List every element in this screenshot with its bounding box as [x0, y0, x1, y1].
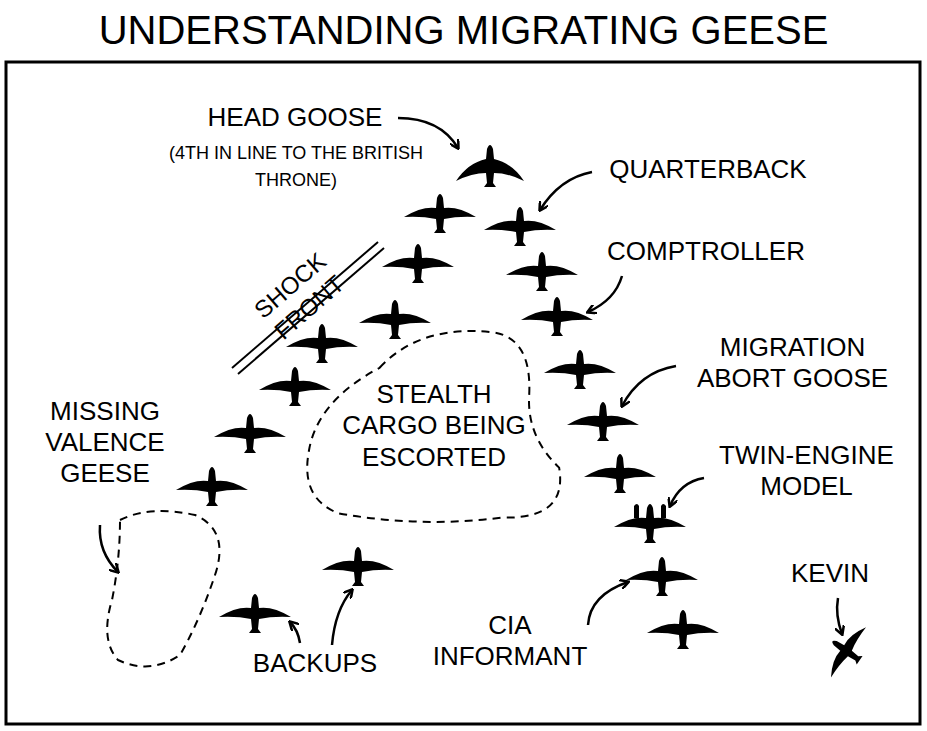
callout-label: COMPTROLLER — [606, 236, 806, 267]
callout-label: KEVIN — [770, 558, 890, 589]
comic-title: UNDERSTANDING MIGRATING GEESE — [0, 6, 927, 54]
callout-label: HEAD GOOSE — [200, 102, 390, 133]
panel-frame — [6, 62, 920, 724]
callout-label: MIGRATION ABORT GOOSE — [680, 332, 905, 394]
region-text-box: STEALTH CARGO BEING ESCORTED — [298, 322, 570, 530]
missing-geese-outline — [107, 511, 219, 666]
dashed-region: STEALTH CARGO BEING ESCORTED — [298, 322, 570, 530]
callout-label: SHOCK FRONT — [217, 219, 383, 374]
callout-label: QUARTERBACK — [598, 154, 818, 185]
callout-label: TWIN-ENGINE MODEL — [704, 440, 909, 502]
geese — [176, 145, 877, 685]
callout-label: BACKUPS — [245, 648, 385, 679]
callout-label: CIA INFORMANT — [410, 610, 610, 672]
callout-label: MISSING VALENCE GEESE — [30, 396, 180, 490]
callout-note: (4TH IN LINE TO THE BRITISH THRONE) — [165, 140, 427, 194]
region-label: STEALTH CARGO BEING ESCORTED — [334, 379, 534, 473]
